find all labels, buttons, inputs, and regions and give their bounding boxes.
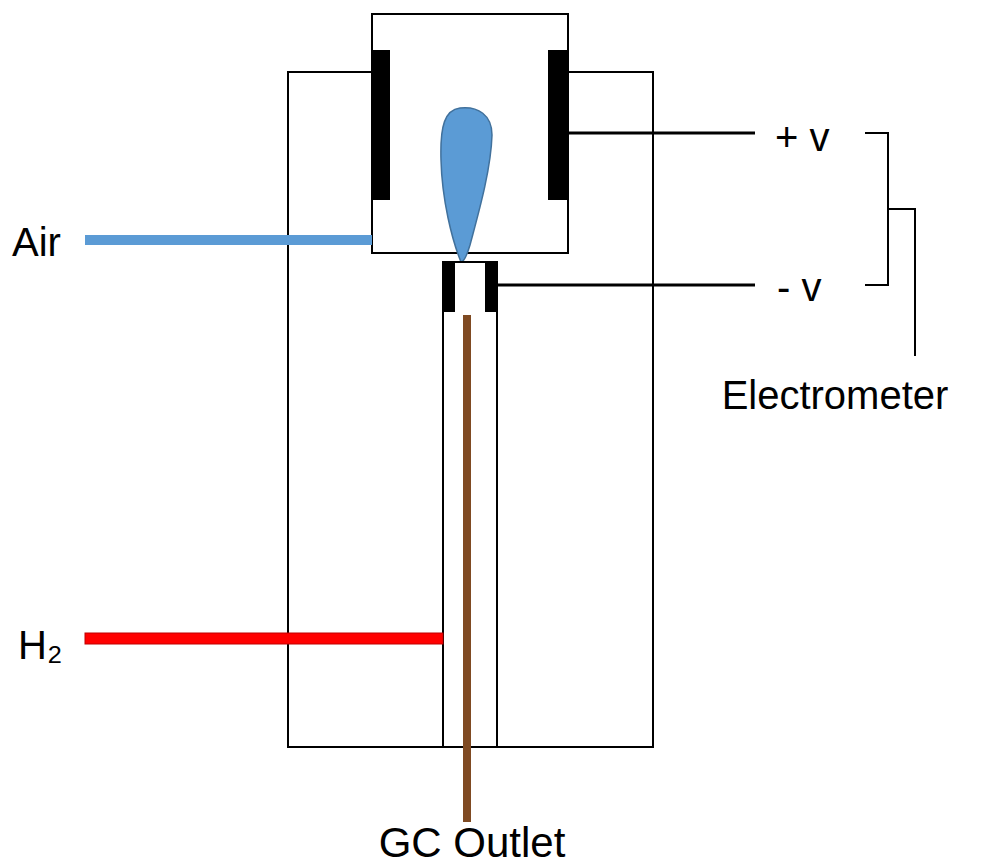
gas-label: H₂: [18, 625, 62, 665]
collector-electrode: [548, 50, 567, 200]
outlet-label: GC Outlet: [379, 822, 566, 864]
wire: [497, 284, 755, 287]
wire: [567, 132, 755, 135]
collector-electrode: [372, 50, 390, 200]
air-line: [85, 235, 372, 245]
bracket: [865, 133, 888, 285]
flame: [441, 108, 492, 262]
hydrogen-line: [85, 633, 443, 644]
bracket-leader: [888, 209, 915, 356]
gas-label: Air: [12, 222, 61, 262]
jet-electrode: [485, 262, 497, 312]
voltage-label: - v: [777, 267, 821, 307]
jet-electrode: [443, 262, 455, 312]
instrument-label: Electrometer: [722, 375, 949, 415]
gc-capillary: [463, 315, 471, 822]
voltage-label: + v: [775, 117, 829, 157]
